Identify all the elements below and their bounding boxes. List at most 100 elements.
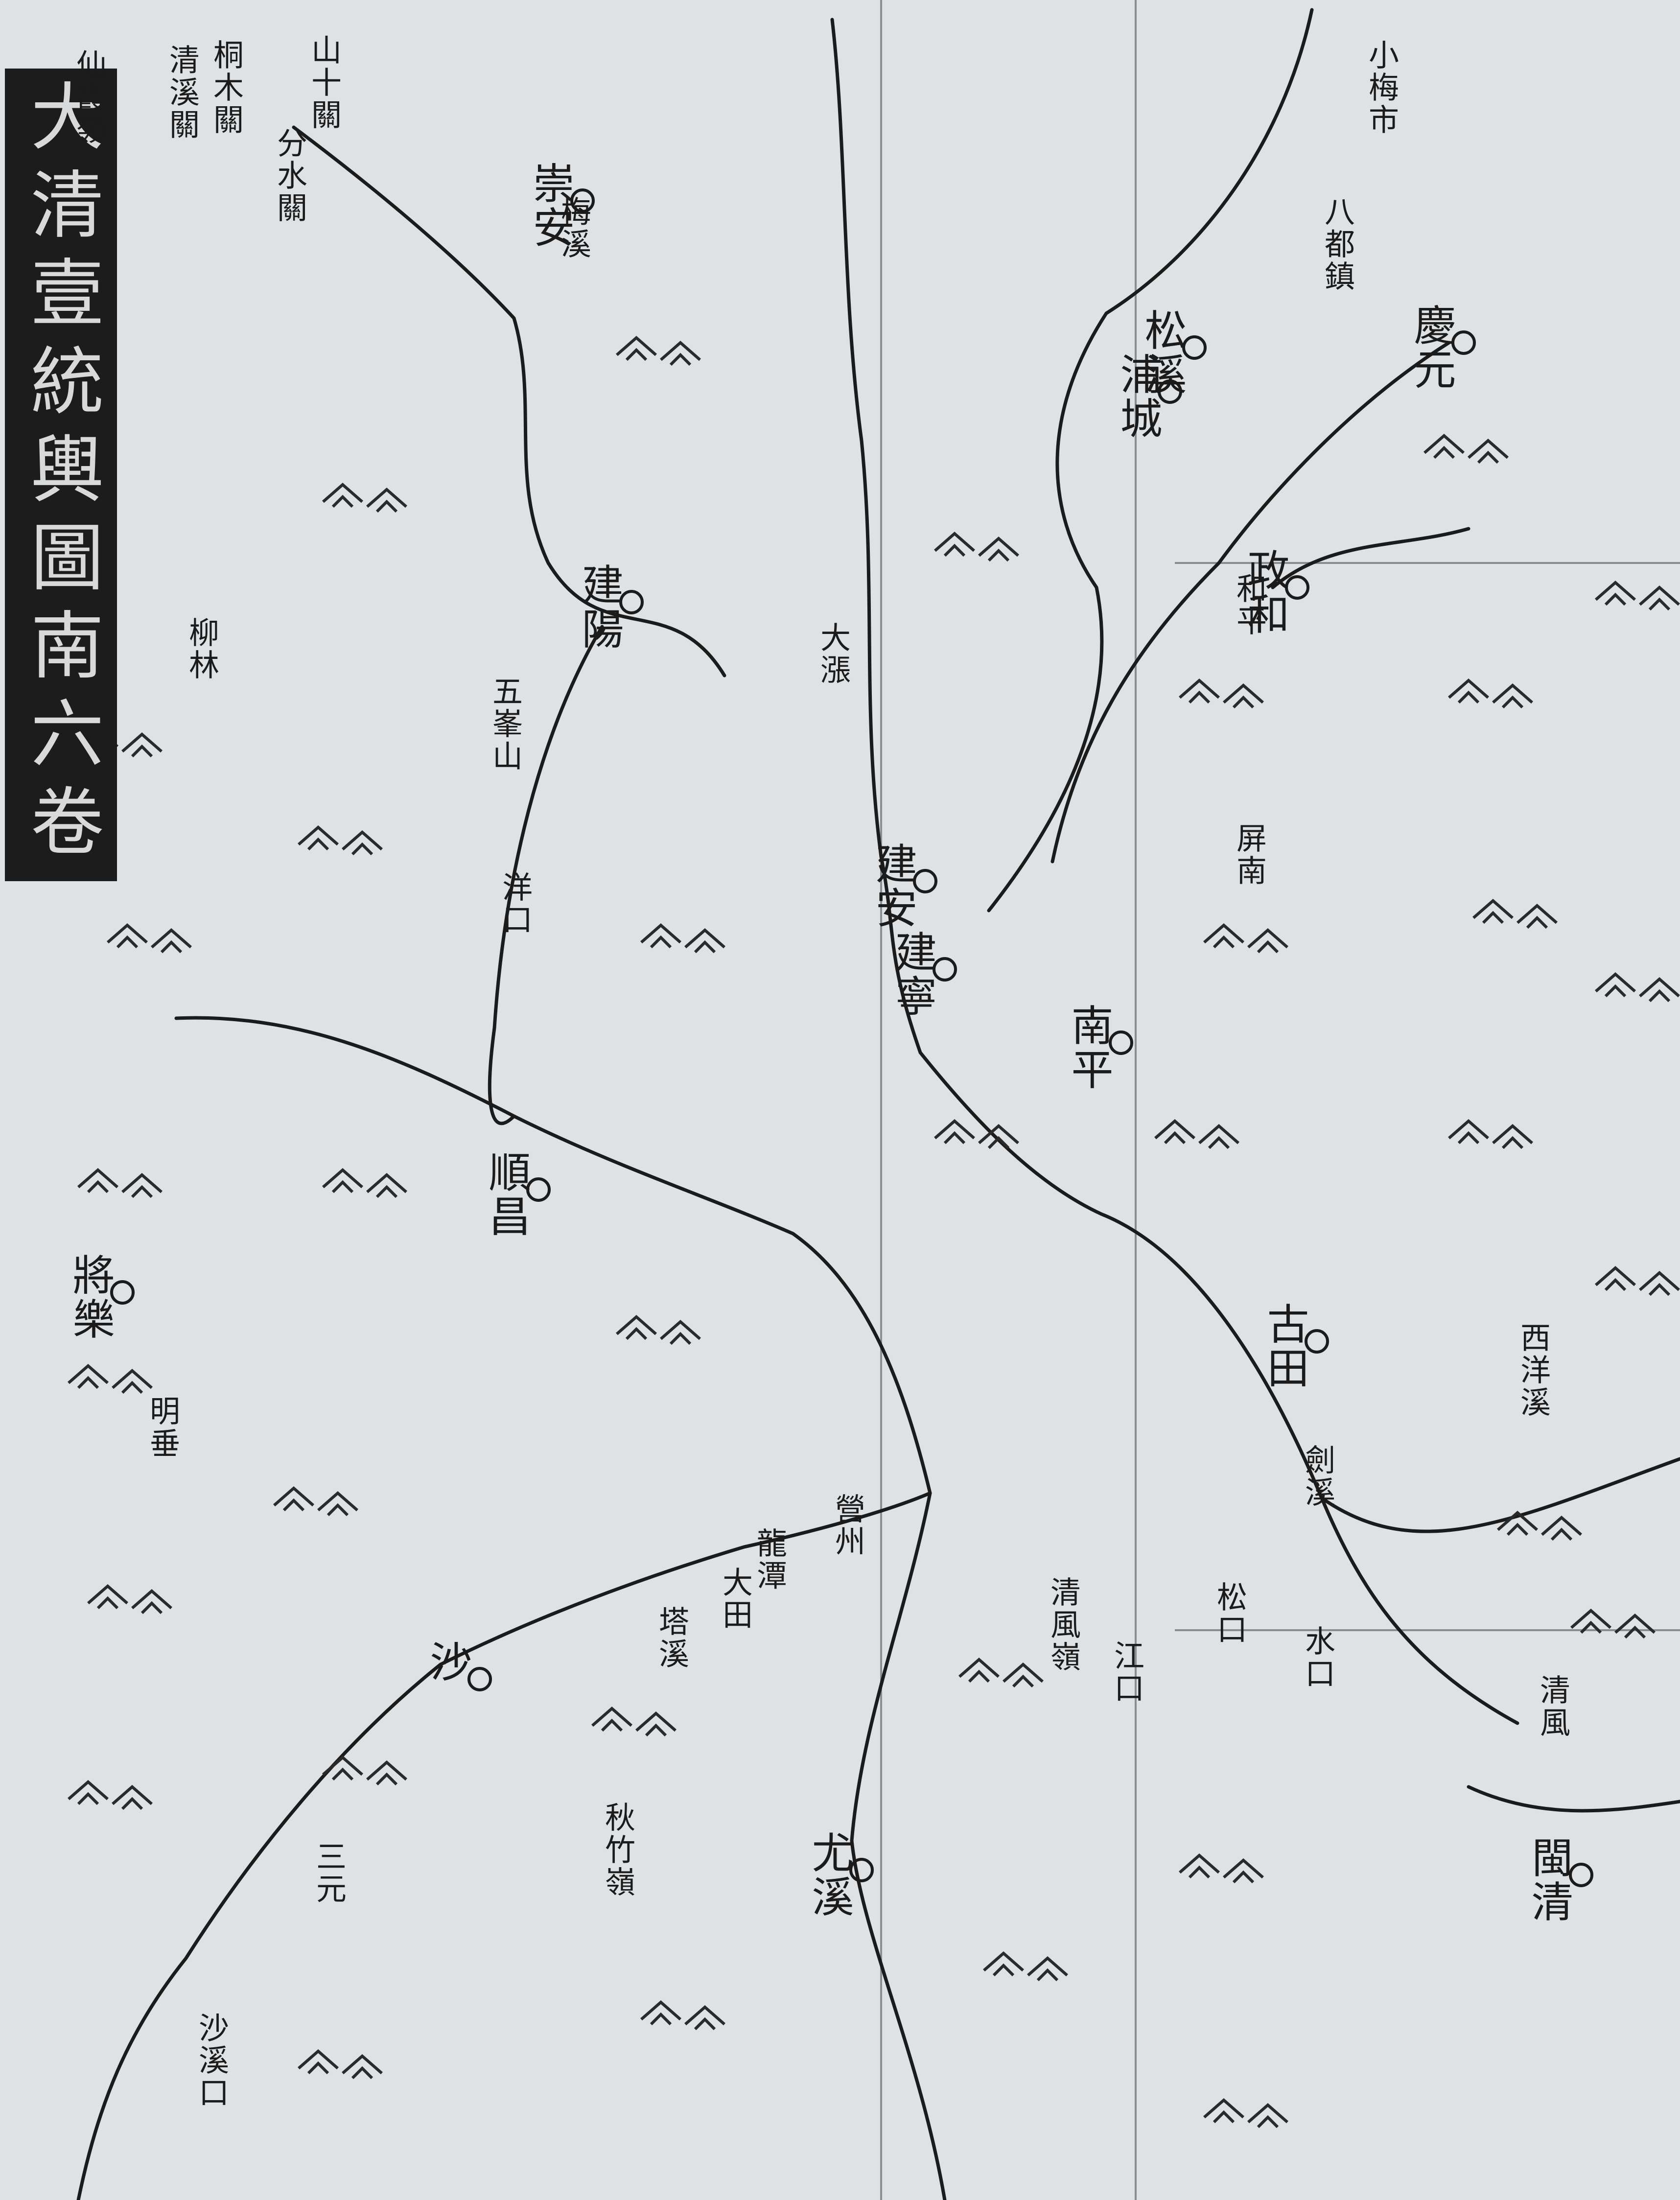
place-label: 南平 (1064, 1004, 1113, 1092)
mountain-symbol (660, 341, 701, 366)
place-label: 沙溪口 (193, 2012, 229, 2109)
mountain-symbol (978, 537, 1019, 562)
river-line (439, 1491, 932, 1666)
place-label: 屏南 (1231, 822, 1267, 887)
place-label: 山十關 (306, 34, 342, 131)
county-seat-symbol (467, 1667, 492, 1691)
mountain-symbol (1595, 1266, 1636, 1291)
place-label: 閩清 (1524, 1836, 1573, 1924)
mountain-symbol (366, 1173, 407, 1198)
mountain-symbol (983, 1951, 1024, 1977)
county-seat-symbol (110, 1280, 135, 1305)
mountain-symbol (77, 1168, 118, 1194)
mountain-symbol (121, 1173, 163, 1198)
place-label: 三元 (311, 1841, 347, 1905)
mountain-symbol (131, 1589, 172, 1615)
mountain-symbol (112, 1785, 153, 1810)
mountain-symbol (342, 2054, 383, 2080)
mountain-symbol (1448, 1119, 1489, 1145)
place-label: 秋竹嶺 (600, 1802, 635, 1898)
river-line (76, 1662, 443, 2200)
mountain-symbol (978, 1124, 1019, 1149)
river-line (850, 1491, 947, 2200)
mountain-symbols (68, 336, 1680, 2129)
mountain-symbol (366, 488, 407, 513)
river-line (918, 1051, 1519, 1725)
river-line (1320, 1457, 1680, 1533)
county-seat-symbol (526, 1177, 551, 1202)
place-label: 松溪 (1137, 308, 1186, 397)
place-label: 清風 (1535, 1674, 1570, 1739)
mountain-symbol (934, 1119, 975, 1145)
mountain-symbol (298, 825, 339, 851)
mountain-symbol (1247, 928, 1288, 954)
mountain-symbol (1468, 439, 1509, 464)
mountain-symbol (1247, 2103, 1288, 2129)
mountain-symbol (1198, 1124, 1239, 1149)
mountain-symbol (121, 732, 163, 758)
place-label: 梅溪 (556, 196, 591, 260)
mountain-symbol (151, 928, 192, 954)
place-label: 清溪關 (164, 44, 200, 141)
mountain-symbol (616, 336, 657, 361)
river-network (76, 8, 1680, 2200)
mountain-symbol (1223, 683, 1264, 709)
county-seat-symbol (619, 590, 644, 614)
mountain-symbol (1223, 1858, 1264, 1884)
mountain-symbol (1541, 1516, 1582, 1541)
river-line (1271, 527, 1470, 589)
place-label: 西洋溪 (1515, 1322, 1551, 1419)
place-label: 八都鎮 (1319, 196, 1355, 293)
mountain-symbol (342, 830, 383, 856)
mountain-symbol (1614, 1614, 1656, 1639)
mountain-symbol (68, 1364, 109, 1389)
place-label: 分水關 (272, 127, 307, 224)
place-label: 五峯山 (487, 676, 523, 772)
mountain-symbol (1472, 899, 1514, 924)
mountain-symbol (635, 1711, 677, 1737)
place-label: 將樂 (65, 1253, 114, 1341)
county-seat-symbol (913, 869, 937, 893)
place-label: 清風嶺 (1045, 1576, 1081, 1673)
mountain-symbol (1448, 679, 1489, 704)
place-label: 和平 (1231, 573, 1267, 637)
mountain-symbol (1203, 923, 1244, 949)
sheet-title: 大清壹統輿圖南六卷 (5, 69, 117, 881)
mountain-symbol (1203, 2098, 1244, 2124)
place-label: 松口 (1212, 1581, 1247, 1646)
county-seat-symbol (570, 188, 595, 213)
county-seat-symbol (933, 957, 957, 982)
place-label: 水口 (1300, 1625, 1335, 1690)
place-label: 龍潭 (751, 1527, 787, 1592)
mountain-symbol (68, 1780, 109, 1805)
mountain-symbol (366, 1760, 407, 1786)
mountain-symbol (1639, 1271, 1680, 1296)
mountain-symbol (322, 1755, 363, 1781)
mountain-symbol (1639, 977, 1680, 1003)
county-seat-symbol (1451, 330, 1476, 355)
place-label: 建寧 (887, 930, 936, 1018)
place-label: 塔溪 (653, 1606, 689, 1670)
river-line (174, 1016, 932, 1495)
mountain-symbol (1154, 1119, 1195, 1145)
mountain-symbol (1497, 1511, 1538, 1536)
county-seat-symbol (1182, 335, 1207, 360)
mountain-symbol (640, 2000, 681, 2026)
mountain-symbol (298, 2049, 339, 2075)
river-line (488, 625, 604, 1125)
mountain-symbol (684, 2005, 725, 2031)
mountain-symbol (1639, 585, 1680, 611)
mountain-symbol (322, 483, 363, 508)
place-label: 小梅市 (1363, 39, 1399, 136)
place-label: 沙 (422, 1640, 471, 1684)
mountain-symbol (112, 1369, 153, 1394)
county-seat-symbol (1569, 1863, 1593, 1887)
place-label: 古田 (1260, 1302, 1308, 1390)
place-label: 營州 (830, 1493, 865, 1558)
mountain-symbol (1003, 1662, 1044, 1688)
mountain-symbol (934, 532, 975, 557)
place-label: 浦城 (1113, 352, 1162, 441)
place-label: 建安 (868, 842, 917, 930)
